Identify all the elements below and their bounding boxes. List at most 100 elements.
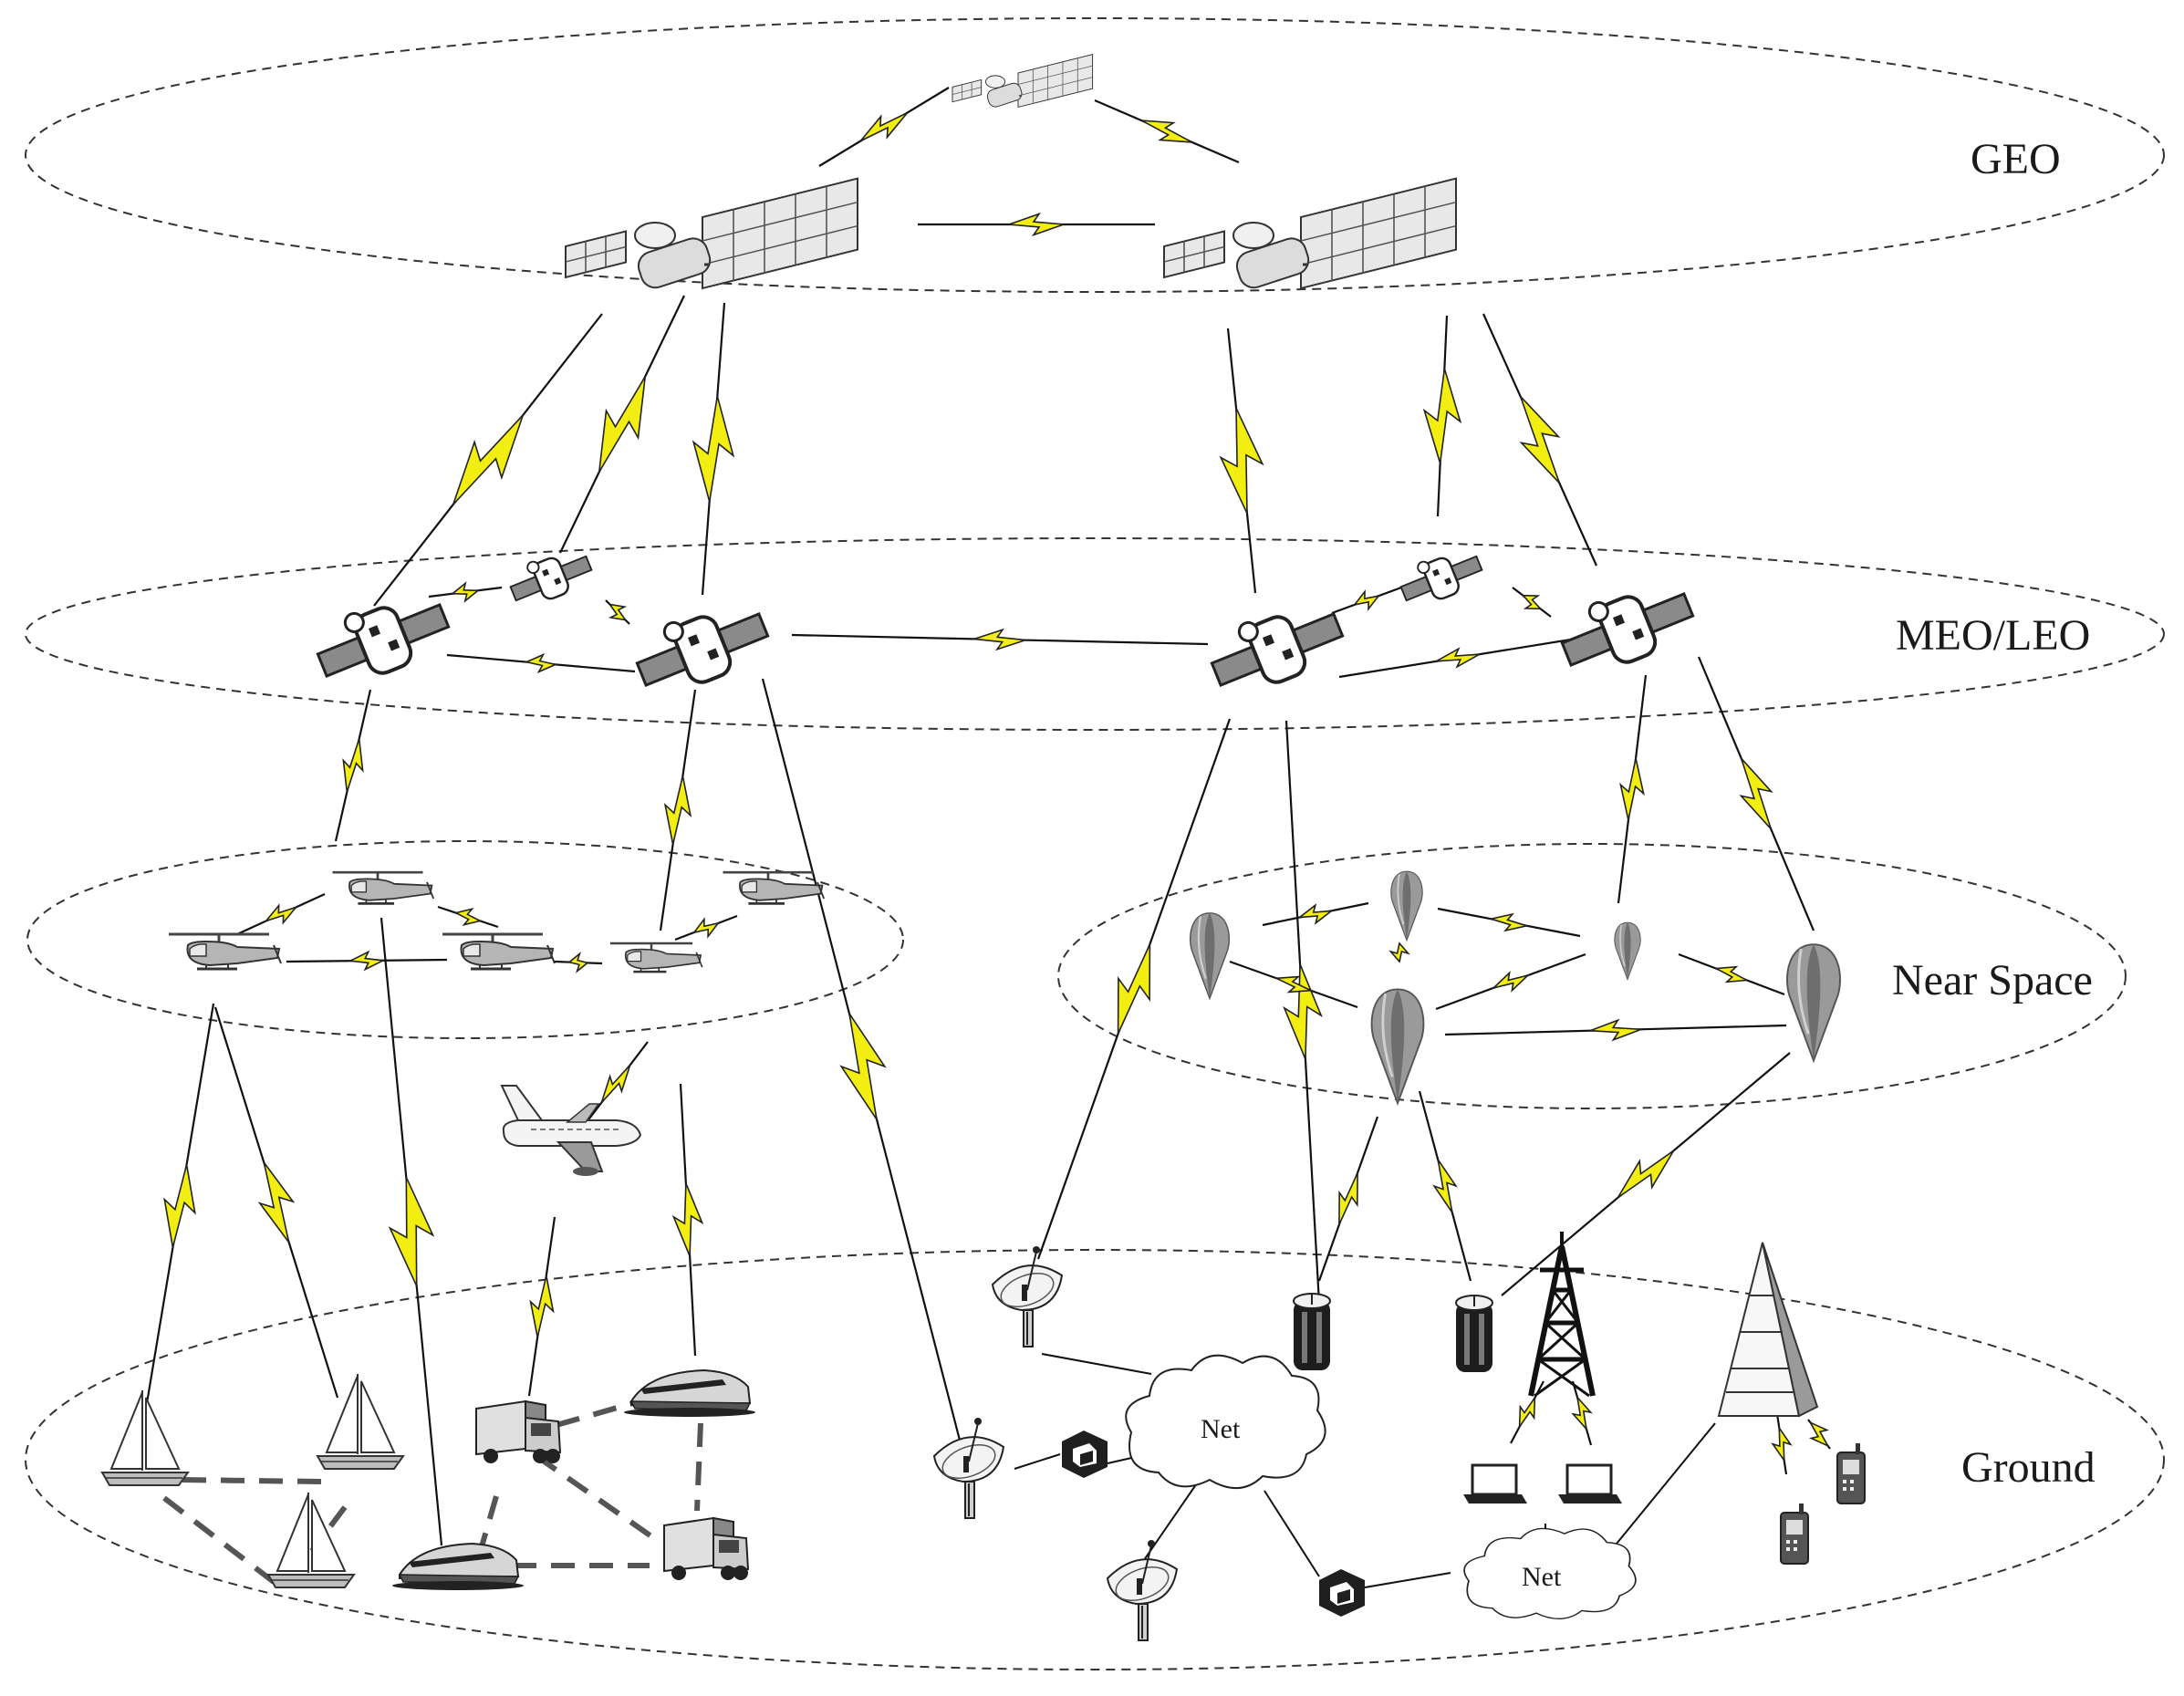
lightning-bolt-icon — [1589, 1018, 1642, 1042]
lightning-bolt-icon — [388, 1176, 435, 1287]
sailboat-2 — [317, 1373, 404, 1470]
lightning-bolt-icon — [692, 395, 735, 503]
near-space-layer-ring — [1057, 843, 2127, 1109]
receiver-terminal-1 — [1293, 1293, 1331, 1371]
lightning-bolt-icon — [453, 907, 483, 927]
helicopter-1 — [167, 932, 283, 971]
net-cloud-right: Net — [1463, 1527, 1637, 1620]
net-cloud-left: Net — [1125, 1354, 1326, 1490]
gateway-router-2 — [1319, 1569, 1365, 1617]
ground-layer-label: Ground — [1961, 1443, 2096, 1492]
wireless-links — [144, 87, 1831, 1546]
lightning-bolt-icon — [342, 738, 364, 793]
train-2 — [391, 1543, 525, 1591]
geo-satellite-top — [952, 53, 1094, 109]
balloon-4 — [1370, 987, 1425, 1105]
leo-satellite-3 — [626, 588, 777, 705]
lightning-bolt-icon — [1432, 1159, 1458, 1213]
lightning-bolt-icon — [1274, 975, 1314, 994]
receiver-terminal-2 — [1455, 1295, 1493, 1373]
balloon-1 — [1189, 911, 1231, 1000]
lightning-bolt-icon — [452, 414, 524, 505]
handheld-terminal-1 — [1836, 1442, 1866, 1504]
lightning-bolt-icon — [257, 1161, 296, 1243]
lightning-bolt-icon — [1771, 1425, 1793, 1463]
lightning-bolt-icon — [1571, 1395, 1593, 1431]
net-cloud-left-label: Net — [1201, 1414, 1241, 1444]
leo-satellite-4 — [1201, 588, 1352, 705]
geo-satellite-left — [564, 177, 859, 293]
lightning-bolt-icon — [1117, 943, 1151, 1035]
truck-2 — [663, 1517, 749, 1581]
laptop-2 — [1556, 1463, 1624, 1505]
lightning-bolt-icon — [1713, 965, 1750, 983]
cell-tower — [1531, 1232, 1593, 1396]
balloon-2 — [1389, 870, 1424, 942]
meo-leo-layer-label: MEO/LEO — [1896, 611, 2090, 660]
leo-satellite-5 — [1394, 541, 1488, 613]
laptop-1 — [1461, 1463, 1529, 1505]
lightning-bolt-icon — [1739, 757, 1773, 830]
lightning-bolt-icon — [1488, 912, 1530, 932]
lightning-bolt-icon — [163, 1164, 196, 1248]
lightning-bolt-icon — [859, 111, 909, 142]
meo-leo-layer-ring — [25, 537, 2165, 731]
lightning-bolt-icon — [600, 1064, 631, 1104]
helicopter-5 — [722, 870, 826, 905]
lightning-bolt-icon — [692, 917, 721, 939]
helicopter-4 — [608, 942, 703, 973]
lightning-bolt-icon — [1296, 903, 1335, 925]
near-space-layer-label: Near Space — [1892, 956, 2093, 1004]
lightning-bolt-icon — [608, 603, 628, 621]
lightning-bolt-icon — [973, 628, 1026, 651]
ground-layer-ring — [25, 1249, 2165, 1670]
lightning-bolt-icon — [1518, 1395, 1536, 1430]
lightning-bolt-icon — [1283, 963, 1323, 1060]
geo-satellite-right — [1162, 177, 1458, 293]
ground-station-dish-1 — [992, 1245, 1063, 1347]
lightning-bolt-icon — [1219, 407, 1264, 515]
lightning-bolt-icon — [1619, 758, 1645, 820]
lightning-bolt-icon — [529, 1275, 555, 1337]
lightning-bolt-icon — [1008, 212, 1065, 237]
airplane — [501, 1085, 641, 1177]
aerial-layer-ring — [26, 840, 904, 1039]
lightning-bolt-icon — [567, 952, 589, 973]
train-1 — [623, 1369, 756, 1418]
leo-satellite-6 — [1551, 568, 1702, 685]
geo-layer-ring — [25, 17, 2165, 293]
balloon-3 — [1614, 921, 1641, 981]
ground-station-dish-3 — [1107, 1539, 1178, 1641]
lightning-bolt-icon — [1352, 589, 1381, 611]
lightning-bolt-icon — [1388, 942, 1410, 963]
lightning-bolt-icon — [1521, 594, 1543, 610]
lightning-bolt-icon — [1808, 1420, 1830, 1448]
lightning-bolt-icon — [839, 1013, 887, 1120]
lightning-bolt-icon — [348, 950, 386, 972]
lightning-bolt-icon — [1338, 1172, 1358, 1225]
lightning-bolt-icon — [264, 903, 298, 925]
ground-station-dish-2 — [933, 1417, 1004, 1519]
handheld-terminal-2 — [1780, 1503, 1809, 1565]
sailboat-3 — [267, 1492, 355, 1588]
truck-1 — [475, 1400, 561, 1464]
lightning-bolt-icon — [524, 652, 558, 674]
net-cloud-right-label: Net — [1522, 1562, 1562, 1592]
lightning-bolt-icon — [1617, 1150, 1675, 1199]
lightning-bolt-icon — [671, 1182, 704, 1257]
lightning-bolt-icon — [1491, 971, 1531, 993]
geo-layer-label: GEO — [1971, 135, 2061, 183]
helicopter-3 — [441, 932, 556, 971]
leo-satellite-1 — [307, 579, 458, 696]
helicopter-2 — [331, 870, 435, 905]
lightning-bolt-icon — [1435, 647, 1481, 669]
lightning-bolt-icon — [1519, 396, 1561, 484]
lightning-bolt-icon — [1141, 120, 1192, 143]
lightning-bolt-icon — [1422, 368, 1462, 464]
lightning-bolt-icon — [450, 581, 481, 603]
lightning-bolt-icon — [598, 376, 646, 473]
balloon-5 — [1785, 942, 1842, 1063]
pyramid-base-station — [1718, 1242, 1818, 1417]
lightning-bolt-icon — [663, 775, 692, 845]
